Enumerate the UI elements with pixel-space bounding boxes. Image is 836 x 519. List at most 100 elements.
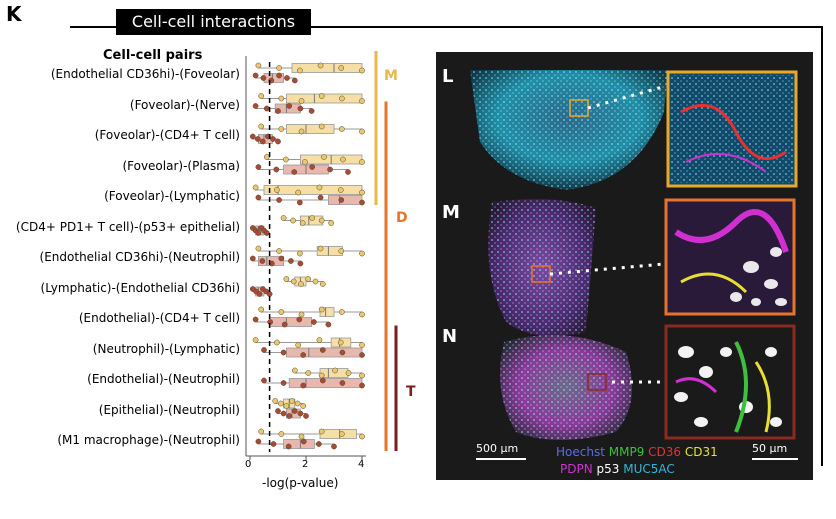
data-point (263, 154, 270, 160)
legend-pdpn: PDPN (560, 462, 593, 476)
data-point (290, 278, 297, 285)
group-label-d: D (396, 210, 408, 226)
data-point (312, 278, 319, 285)
data-point (273, 166, 280, 173)
data-point (278, 431, 285, 437)
data-point (270, 136, 276, 142)
data-point (309, 215, 316, 221)
pair-label: (Foveolar)-(Lymphatic) (104, 189, 240, 203)
data-point (275, 408, 281, 414)
data-point (278, 95, 285, 102)
legend-cd36: CD36 (648, 445, 682, 459)
data-point (359, 372, 365, 379)
data-point (276, 197, 282, 203)
data-point (359, 128, 365, 135)
pair-label: (Foveolar)-(CD4+ T cell) (94, 128, 240, 142)
box-iqr (319, 429, 357, 439)
data-point (338, 248, 345, 254)
data-point (319, 347, 326, 353)
data-point (255, 194, 262, 201)
data-point (283, 403, 290, 409)
data-point (295, 342, 302, 348)
data-point (298, 98, 305, 104)
microscopy-panel: L M N 500 µm 50 µm Hoechst MMP9 CD36 CD3… (436, 52, 813, 480)
data-point (332, 367, 338, 374)
data-point (286, 413, 293, 419)
data-point (291, 408, 298, 414)
data-point (345, 169, 351, 175)
data-point (359, 159, 365, 165)
data-point (359, 352, 365, 358)
pair-label: (CD4+ PD1+ T cell)-(p53+ epithelial) (15, 219, 240, 234)
box-iqr (288, 378, 363, 388)
pair-label: (M1 macrophage)-(Neutrophil) (57, 433, 240, 447)
data-point (305, 370, 312, 376)
data-point (286, 103, 293, 109)
data-point (254, 136, 261, 142)
box-iqr (269, 317, 313, 327)
stain-legend-row1: Hoechst MMP9 CD36 CD31 (556, 445, 718, 459)
data-point (263, 230, 270, 236)
data-point (298, 128, 305, 135)
data-point (281, 321, 288, 328)
legend-p53: p53 (596, 462, 620, 476)
data-point (302, 159, 308, 165)
box-iqr (283, 439, 315, 449)
data-point (276, 65, 282, 71)
data-point (296, 316, 303, 323)
data-point (318, 217, 325, 224)
data-point (319, 281, 326, 287)
data-point (278, 309, 285, 315)
data-point (359, 67, 365, 74)
data-point (331, 443, 337, 450)
data-point (252, 184, 259, 191)
data-point (275, 108, 281, 114)
title-rule (70, 26, 822, 28)
data-point (284, 75, 290, 81)
data-point (305, 276, 312, 282)
data-point (260, 138, 266, 145)
data-point (339, 349, 346, 356)
data-point (255, 230, 262, 236)
data-point (283, 276, 290, 282)
data-point (249, 133, 256, 140)
pairs-header: Cell-cell pairs (103, 48, 203, 63)
x-axis-label: -log(p-value) (262, 476, 339, 490)
data-point (317, 194, 324, 201)
data-point (255, 438, 262, 445)
data-point (345, 370, 352, 376)
data-point (290, 217, 296, 224)
x-tick-label: 2 (302, 459, 309, 470)
pair-label: (Endothelial CD36hi)-(Neutrophil) (39, 250, 240, 264)
microscopy-image (470, 70, 798, 460)
data-point (359, 382, 365, 389)
data-point (309, 164, 316, 170)
data-point (328, 220, 335, 226)
data-point (280, 410, 287, 417)
data-point (278, 126, 285, 132)
data-point (300, 438, 307, 445)
data-point (298, 281, 304, 287)
data-point (278, 255, 285, 262)
data-point (319, 377, 326, 384)
data-point (318, 93, 325, 99)
image-letter-m: M (442, 202, 460, 223)
data-point (252, 72, 259, 79)
data-point (325, 321, 332, 328)
data-point (255, 245, 262, 252)
data-point (280, 349, 287, 356)
x-tick-label: 0 (245, 459, 252, 470)
right-bracket-line (821, 26, 823, 466)
data-point (275, 138, 281, 145)
data-point (255, 164, 262, 170)
box-iqr (327, 195, 363, 205)
x-tick-label: 4 (358, 459, 365, 470)
data-point (308, 108, 315, 114)
data-point (299, 220, 306, 226)
data-point (297, 260, 304, 267)
data-point (337, 339, 344, 346)
data-point (338, 95, 345, 102)
data-point (359, 433, 365, 440)
data-point (295, 189, 302, 196)
